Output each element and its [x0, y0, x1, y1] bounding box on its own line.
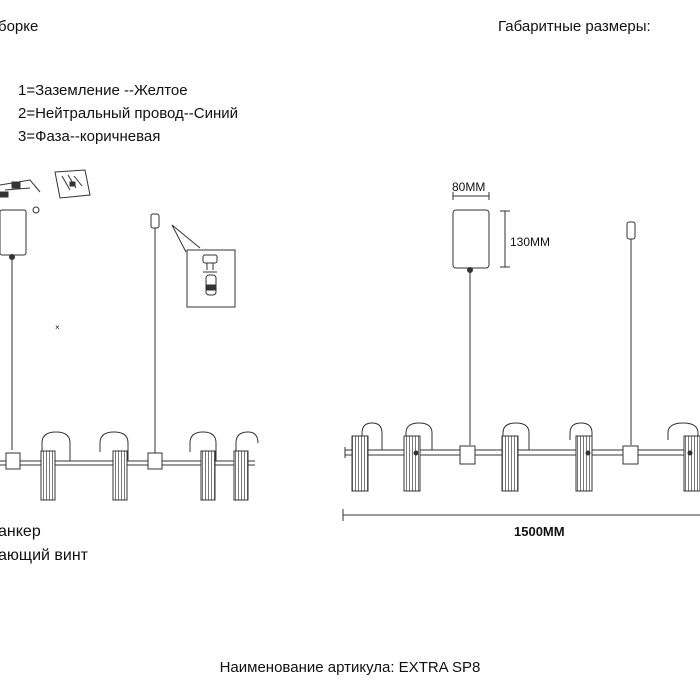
wiring-legend-ground: 1=Заземление --Желтое	[18, 82, 188, 99]
assembly-view: ×	[0, 169, 259, 501]
canopy-height-label: 130MM	[510, 235, 551, 249]
canopy-width-label: 80MM	[452, 180, 486, 194]
mounting-sketch-icon	[0, 169, 91, 214]
svg-text:×: ×	[55, 323, 60, 332]
dimensions-view	[342, 192, 700, 521]
screw-note: ающий винт	[0, 547, 88, 564]
wiring-legend-neutral: 2=Нейтральный провод--Синий	[18, 105, 239, 122]
length-label: 1500MM	[514, 524, 565, 539]
anchor-note: анкер	[0, 523, 41, 540]
assembly-heading: борке	[0, 18, 39, 35]
article-name: Наименование артикула: EXTRA SP8	[219, 659, 481, 676]
canopy-dimensioned	[452, 209, 490, 269]
canopy	[0, 209, 27, 256]
connector-detail-callout	[171, 224, 236, 308]
dimensions-heading: Габаритные размеры:	[498, 18, 651, 35]
wiring-legend-phase: 3=Фаза--коричневая	[18, 128, 161, 145]
